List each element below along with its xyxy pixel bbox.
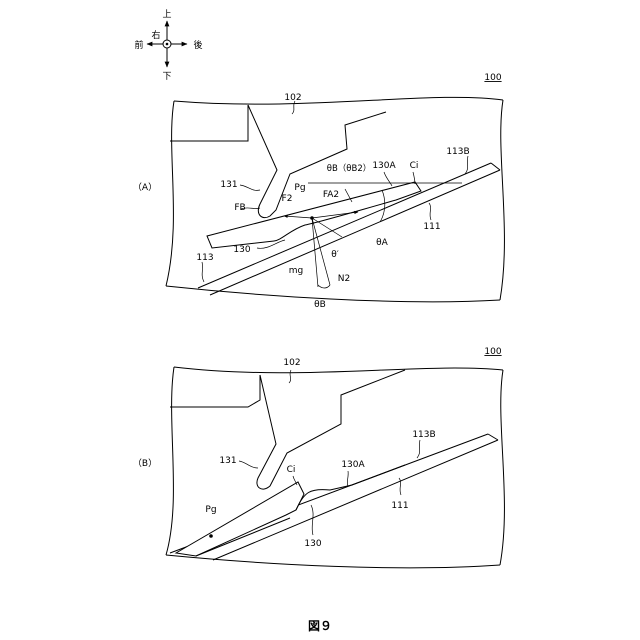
panel-a-ref-F2: F2 xyxy=(282,194,293,204)
panel-a-label: （A） xyxy=(133,182,157,193)
panel-a-frame-top xyxy=(174,97,503,104)
panel-a: （A） 100 xyxy=(133,73,505,310)
panel-a-ref-130A: 130A xyxy=(372,161,396,171)
panel-b-ref-130A: 130A xyxy=(341,460,365,470)
panel-a-ref-thetaB-top: θB（θB2） xyxy=(327,163,371,174)
panel-b-point-Pg xyxy=(209,534,213,538)
panel-a-ref-thetaPrime: θ′ xyxy=(331,250,339,260)
panel-a-thetaB-bottom-arc xyxy=(318,285,330,288)
panel-b-ref-102: 102 xyxy=(283,358,300,368)
panel-b-130A-profile xyxy=(296,465,405,510)
panel-b-frame-left xyxy=(166,367,174,555)
panel-a-ref-FB: FB xyxy=(234,203,245,213)
panel-b-leader-113B xyxy=(417,440,420,458)
panel-b-rail-end xyxy=(488,434,498,440)
panel-b-ref-111: 111 xyxy=(391,501,408,511)
panel-b-leader-130A xyxy=(347,471,348,486)
panel-b-ref-113B: 113B xyxy=(412,430,435,440)
panel-b-part-130 xyxy=(176,482,304,556)
panel-b-label: （B） xyxy=(133,458,157,469)
panel-b-frame-right xyxy=(500,370,504,565)
panel-b-102-inner-line xyxy=(170,375,260,407)
panel-b-ref-131: 131 xyxy=(219,456,236,466)
panel-b-leader-130 xyxy=(311,505,313,535)
panel-a-ref-thetaA: θA xyxy=(376,238,389,248)
panel-a-ref-FA2: FA2 xyxy=(323,190,339,200)
panel-a-ref-Pg: Pg xyxy=(294,183,305,193)
panel-b-leader-131 xyxy=(239,461,258,468)
panel-a-ref-thetaB-bottom: θB xyxy=(314,300,326,310)
compass-back-label: 後 xyxy=(193,39,202,51)
panel-a-rail-113-upper xyxy=(198,163,491,288)
panel-b-frame-top xyxy=(174,367,503,373)
panel-b: （B） 100 102 113B 111 131 130 130A xyxy=(133,347,505,568)
panel-a-leader-113B xyxy=(465,156,468,174)
panel-a-ref-113: 113 xyxy=(196,253,213,263)
compass-down-label: 下 xyxy=(162,72,171,82)
compass-up-label: 上 xyxy=(162,9,171,20)
panel-a-ref-111: 111 xyxy=(423,222,440,232)
panel-a-ref-102: 102 xyxy=(284,93,301,103)
panel-b-ref-130: 130 xyxy=(304,539,321,549)
panel-a-rail-end xyxy=(491,163,500,170)
panel-a-leader-131 xyxy=(240,185,260,190)
panel-a-ref-100: 100 xyxy=(484,73,501,83)
panel-a-leader-130A xyxy=(384,172,392,186)
figure-caption: 図９ xyxy=(308,619,332,633)
panel-a-ref-N2: N2 xyxy=(338,274,350,284)
panel-a-ref-Ci: Ci xyxy=(410,161,419,171)
panel-a-ref-131: 131 xyxy=(220,180,237,190)
panel-a-leader-113 xyxy=(202,262,204,282)
panel-a-ref-mg: mg xyxy=(289,266,303,276)
direction-compass: 上 下 前 後 右 xyxy=(134,9,202,82)
panel-a-leader-111 xyxy=(429,203,431,220)
panel-b-rail-113-lower xyxy=(213,440,498,560)
panel-a-ref-130: 130 xyxy=(233,245,250,255)
panel-b-ref-Pg: Pg xyxy=(205,505,216,515)
panel-a-ref-113B: 113B xyxy=(446,147,469,157)
panel-b-ref-100: 100 xyxy=(484,347,501,357)
compass-right-label: 右 xyxy=(151,29,160,41)
panel-b-leader-102 xyxy=(289,370,291,383)
panel-b-frame-bottom xyxy=(166,555,500,568)
panel-a-frame-left xyxy=(166,101,174,286)
panel-b-part-102-131 xyxy=(257,370,405,489)
panel-a-102-inner-line xyxy=(170,105,248,141)
panel-a-frame-bottom xyxy=(166,286,500,302)
compass-front-label: 前 xyxy=(134,39,143,51)
panel-b-ref-Ci: Ci xyxy=(287,465,296,475)
panel-a-point-Pg xyxy=(310,216,314,220)
panel-a-frame-right xyxy=(500,100,504,300)
